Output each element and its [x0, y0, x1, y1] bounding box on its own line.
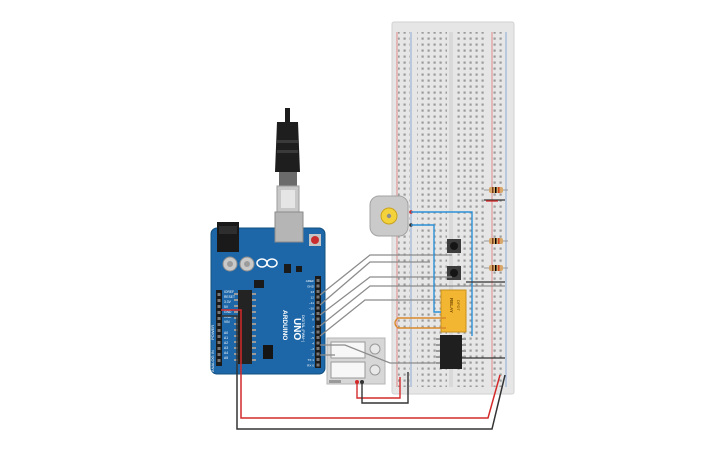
atmega-chip	[238, 290, 252, 364]
dc-motor-icon[interactable]	[369, 195, 413, 237]
pin-label-3v3: 3.3V	[224, 300, 232, 304]
wire-gray-6[interactable]	[320, 344, 435, 364]
pin-label-d13: 13	[311, 290, 315, 294]
relay-module[interactable]	[326, 337, 386, 385]
pin-label-a3: A3	[224, 346, 228, 350]
relay-ic-label: RELAY	[449, 298, 454, 313]
pin-label-d5: ~5	[310, 336, 314, 340]
relay-terminal-1	[369, 343, 381, 355]
pin-label-a0: A0	[224, 331, 228, 335]
resistor-2[interactable]	[484, 238, 508, 244]
terminal-strip-left	[417, 32, 447, 387]
pin-label-a1: A1	[224, 336, 228, 340]
pin-label-d10: ~10	[309, 307, 315, 311]
wire-gray-5[interactable]	[319, 299, 440, 337]
relay-ic-sublabel: DPDT	[456, 300, 461, 311]
usb-cable-icon[interactable]	[275, 108, 300, 213]
pin-label-d12: 12	[311, 296, 315, 300]
pin-label-d9: ~9	[310, 312, 314, 316]
pin-label-ioref: IOREF	[224, 290, 234, 294]
wire-blue-motor[interactable]	[411, 211, 473, 336]
arduino-uno-board[interactable]: ARDUINO UNO POWER ANALOG IN DIGITAL (PWM…	[210, 211, 326, 375]
wire-black-relay[interactable]	[361, 372, 409, 404]
wire-red-relay[interactable]	[356, 377, 401, 399]
pin-label-gnd-1: GND	[224, 310, 232, 314]
pin-label-tx: TX 1	[307, 358, 314, 362]
relay-terminal-2	[369, 364, 381, 376]
pin-label-aref: AREF	[306, 279, 314, 283]
breadboard[interactable]	[391, 21, 515, 395]
pin-label-d4: 4	[312, 342, 314, 346]
pin-label-d11: ~11	[309, 301, 314, 305]
wire-gray-1[interactable]	[319, 254, 452, 296]
wire-gray-3[interactable]	[319, 276, 452, 316]
wire-gray-4[interactable]	[319, 285, 505, 327]
pin-label-d3: ~3	[310, 347, 314, 351]
pin-label-d7: 7	[312, 325, 314, 329]
wire-blue-motor-2[interactable]	[411, 224, 441, 313]
pin-label-rx: RX 0	[307, 364, 314, 368]
wire-gray-2[interactable]	[319, 261, 430, 306]
wire-red-5v[interactable]	[221, 309, 501, 419]
push-button-2[interactable]	[447, 266, 461, 280]
arduino-model-label: UNO	[291, 318, 302, 340]
power-header-label: POWER	[210, 325, 215, 340]
pin-label-d2: 2	[312, 353, 314, 357]
relay-ic[interactable]: RELAY DPDT	[440, 289, 467, 333]
wire-orange[interactable]	[394, 317, 446, 329]
arduino-brand-label: ARDUINO	[281, 310, 288, 340]
pin-label-a5: A5	[224, 356, 228, 360]
resistor-3[interactable]	[484, 265, 508, 271]
arduino-logo-icon	[256, 258, 278, 268]
push-button-1[interactable]	[447, 239, 461, 253]
pin-label-d6: ~6	[310, 331, 314, 335]
pin-label-gnd-2: GND	[224, 315, 232, 319]
digital-header	[315, 276, 321, 368]
resistor-1[interactable]	[484, 187, 508, 193]
usb-jack	[274, 211, 304, 243]
reset-button[interactable]	[311, 236, 319, 244]
center-channel	[449, 32, 453, 387]
power-analog-header	[216, 290, 222, 366]
pin-label-d8: 8	[312, 318, 314, 322]
relay-2	[330, 361, 366, 379]
pin-label-gnd-top: GND	[307, 285, 315, 289]
analog-header-label: ANALOG IN	[210, 350, 215, 372]
pin-label-vin: VIN	[224, 320, 230, 324]
power-rail-right	[493, 32, 505, 387]
terminal-strip-right	[455, 32, 485, 387]
relay-1	[330, 341, 366, 359]
motor-driver-ic[interactable]	[436, 335, 466, 369]
pin-label-a2: A2	[224, 341, 228, 345]
pin-label-reset: RESET	[224, 295, 235, 299]
wire-black-gnd[interactable]	[221, 315, 506, 430]
digital-header-label: DIGITAL (PWM~)	[301, 315, 305, 342]
pin-label-5v: 5V	[224, 305, 229, 309]
pin-label-a4: A4	[224, 351, 228, 355]
